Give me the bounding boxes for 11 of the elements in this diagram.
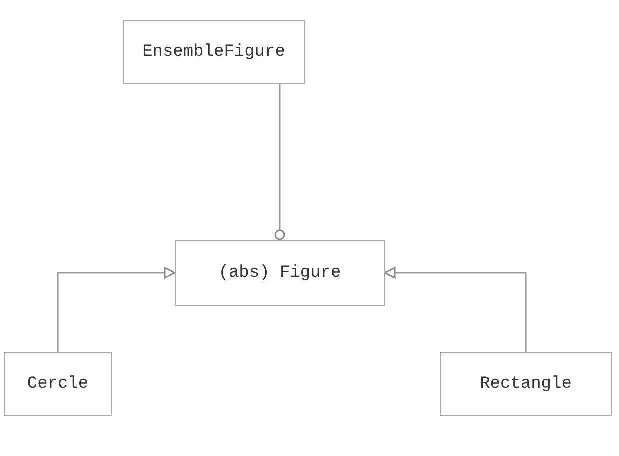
- class-name: Rectangle: [480, 374, 572, 394]
- class-box: [4, 352, 112, 416]
- connector-line: [57, 267, 176, 352]
- class-name: (abs) Figure: [218, 264, 342, 282]
- class-box: [123, 20, 305, 84]
- connector-line: [384, 267, 527, 352]
- class-box: [440, 352, 612, 416]
- class-name: Cercle: [27, 374, 89, 394]
- class-name: EnsembleFigure: [142, 42, 286, 62]
- class-box: [175, 240, 385, 306]
- connector-line: [274, 84, 286, 240]
